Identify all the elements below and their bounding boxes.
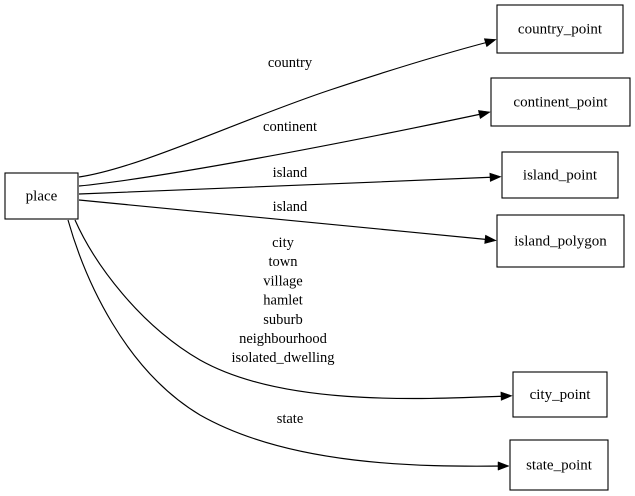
edge-place-state_point-label: state	[277, 411, 304, 427]
node-continent_point[interactable]: continent_point	[490, 77, 631, 127]
edge-place-city_point[interactable]	[74, 219, 513, 401]
edge-place-continent_point-arrowhead-icon	[478, 110, 491, 119]
edge-place-continent_point-label: continent	[263, 119, 317, 135]
edge-place-island_polygon-label-line: island	[273, 199, 308, 215]
node-box-state_point[interactable]	[509, 439, 609, 491]
node-label-place: place	[26, 188, 58, 204]
edge-place-city_point-label-line: city	[272, 235, 294, 251]
node-label-city_point: city_point	[530, 387, 592, 403]
edge-place-city_point-label-line: hamlet	[263, 293, 302, 309]
edge-place-state_point-line[interactable]	[67, 219, 506, 467]
edge-place-continent_point-line[interactable]	[78, 112, 487, 187]
edge-labels-layer: country continent island island city town vill…	[231, 55, 334, 427]
node-box-city_point[interactable]	[512, 371, 608, 418]
node-box-country_point[interactable]	[496, 4, 624, 54]
edge-place-country_point[interactable]	[78, 35, 497, 178]
edge-place-city_point-label: city town village hamlet suburb neighbourhood…	[231, 235, 334, 366]
edge-place-city_point-label-line: neighbourhood	[239, 331, 328, 347]
edge-place-country_point-label-line: country	[268, 55, 313, 71]
nodes-layer: place country_point continent_point island_…	[4, 4, 631, 491]
edges-layer	[67, 35, 513, 471]
edge-place-continent_point[interactable]	[78, 108, 491, 187]
node-label-state_point: state_point	[526, 457, 593, 473]
node-state_point[interactable]: state_point	[509, 439, 609, 491]
node-box-place[interactable]	[4, 172, 79, 220]
node-country_point[interactable]: country_point	[496, 4, 624, 54]
node-box-island_point[interactable]	[501, 151, 619, 199]
edge-place-state_point[interactable]	[67, 219, 510, 471]
node-label-continent_point: continent_point	[513, 94, 608, 110]
node-place[interactable]: place	[4, 172, 79, 220]
edge-place-continent_point-label-line: continent	[263, 119, 317, 135]
edge-place-state_point-arrowhead-icon	[497, 461, 510, 471]
edge-place-country_point-arrowhead-icon	[483, 38, 497, 48]
edge-place-city_point-label-line: village	[263, 273, 302, 289]
edge-place-state_point-label-line: state	[277, 411, 304, 427]
edge-place-island_point-line[interactable]	[78, 176, 498, 195]
edge-place-country_point-label: country	[268, 55, 313, 71]
edge-place-country_point-line[interactable]	[78, 40, 493, 178]
edge-place-city_point-arrowhead-icon	[500, 391, 513, 401]
edge-place-city_point-label-line: suburb	[263, 312, 302, 328]
edge-place-island_point-label: island	[273, 165, 308, 181]
edge-place-city_point-label-line: isolated_dwelling	[231, 350, 334, 366]
edge-place-island_polygon-arrowhead-icon	[484, 234, 497, 244]
edge-place-city_point-line[interactable]	[74, 219, 509, 400]
node-city_point[interactable]: city_point	[512, 371, 608, 418]
node-label-island_polygon: island_polygon	[514, 233, 607, 249]
edge-place-island_point[interactable]	[78, 172, 502, 195]
edge-place-island_polygon-label: island	[273, 199, 308, 215]
node-island_point[interactable]: island_point	[501, 151, 619, 199]
node-label-island_point: island_point	[523, 167, 598, 183]
edge-place-island_polygon[interactable]	[78, 199, 497, 245]
edge-place-island_point-arrowhead-icon	[489, 172, 502, 182]
node-island_polygon[interactable]: island_polygon	[496, 214, 625, 268]
edge-place-city_point-label-line: town	[269, 254, 299, 270]
node-box-island_polygon[interactable]	[496, 214, 625, 268]
node-label-country_point: country_point	[518, 21, 603, 37]
node-box-continent_point[interactable]	[490, 77, 631, 127]
edge-place-island_point-label-line: island	[273, 165, 308, 181]
edge-place-island_polygon-line[interactable]	[78, 199, 493, 241]
